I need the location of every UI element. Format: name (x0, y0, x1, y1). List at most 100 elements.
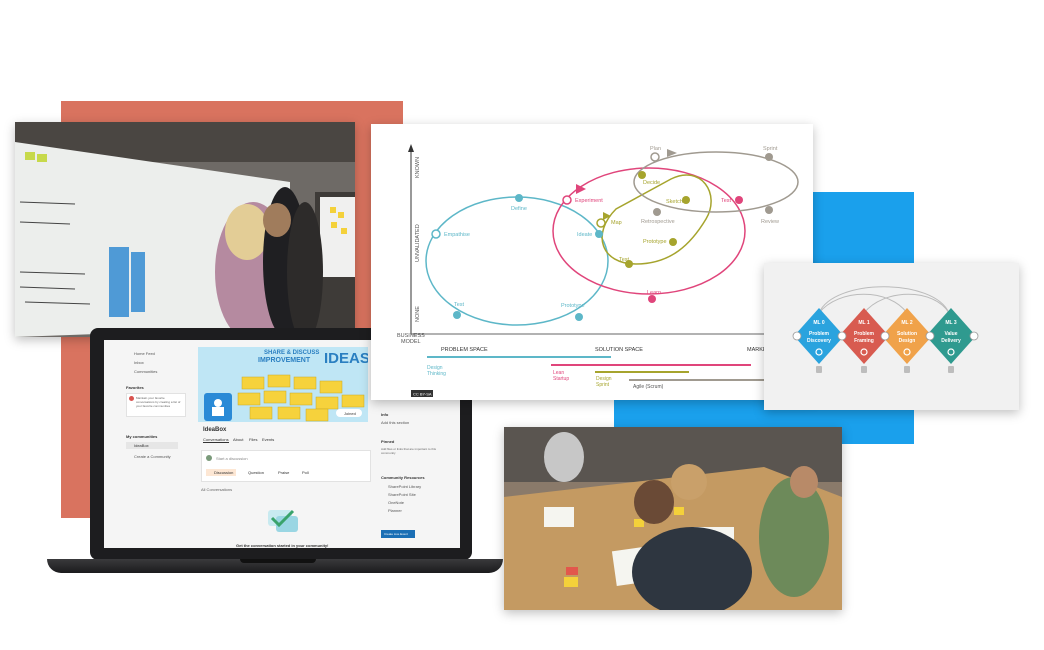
tab-about[interactable]: About (233, 437, 244, 442)
banner-line2: IMPROVEMENT (258, 357, 311, 364)
tab-files[interactable]: Files (249, 437, 258, 442)
business-model-label-2: MODEL (401, 339, 421, 345)
lightbulb-box-icon (212, 399, 224, 416)
teal-node-empathise: Empathise (444, 232, 470, 238)
empty-state-check-icon (268, 509, 298, 532)
workshop-photo (504, 427, 842, 610)
step-tag-3: ML 3 (945, 320, 957, 326)
banner-ideas: IDEAS (324, 350, 368, 367)
favorites-icon (129, 396, 134, 401)
step-label-0b: Discovery (807, 338, 831, 344)
joined-button[interactable]: Joined (336, 409, 362, 417)
axis-none: NONE (415, 306, 421, 322)
favorites-text: Maintain your favorite conversations by … (136, 396, 181, 408)
info-title: Info (381, 412, 389, 417)
question-button[interactable]: Question (248, 470, 265, 475)
step-tag-0: ML 0 (813, 320, 825, 326)
olive-node-decide: Decide (643, 180, 660, 186)
nav-inbox[interactable]: Inbox (134, 360, 144, 365)
poll-button[interactable]: Poll (302, 470, 309, 475)
laptop-notch (240, 559, 316, 563)
pink-node-learn: Learn (647, 290, 661, 296)
pinned-title: Pinned (381, 439, 395, 444)
laptop-base (47, 559, 503, 573)
whiteboard-photo (15, 122, 355, 337)
olive-node-sketch: Sketch (666, 199, 683, 205)
axis-unvalidated: UNVALIDATED (415, 224, 421, 262)
nav-communities[interactable]: Communities (134, 369, 158, 374)
conversation-filter[interactable]: All Conversations (201, 487, 233, 492)
pink-node-test: Test (721, 198, 732, 204)
bar-label-lean-startup-2: Startup (553, 376, 569, 382)
avatar (206, 455, 212, 461)
step-label-2b: Design (899, 338, 916, 344)
banner-notes (237, 374, 365, 422)
pinned-text: Add files or links that are important to… (381, 447, 437, 455)
step-tag-2: ML 2 (901, 320, 913, 326)
bar-label-design-sprint-2: Sprint (596, 382, 610, 388)
license-text: CC BY-SA (413, 392, 432, 397)
my-communities-title: My communities (126, 434, 158, 439)
pink-node-experiment: Experiment (575, 198, 603, 204)
resource-sharepoint-site[interactable]: SharePoint Site (388, 492, 416, 497)
nav-home-feed[interactable]: Home Feed (134, 351, 155, 356)
create-live-event-button[interactable]: Create Live Event (381, 530, 415, 538)
license-badge (411, 390, 433, 397)
resource-planner[interactable]: Planner (388, 508, 402, 513)
favorites-title: Favorites (126, 385, 144, 390)
resource-sharepoint-library[interactable]: SharePoint Library (388, 484, 422, 489)
step-label-0a: Problem (809, 331, 830, 337)
yammer-window: Home Feed Inbox Communities Favorites Ma… (104, 340, 460, 548)
teal-node-define: Define (511, 206, 527, 212)
maturity-flow-card: ML 0 Problem Discovery ML 1 Problem Fram… (764, 263, 1019, 410)
empty-state-text: Get the conversation started in your com… (236, 543, 329, 548)
teal-node-test: Test (454, 302, 465, 308)
create-live-event-label: Create Live Event (384, 532, 408, 536)
problem-space-label: PROBLEM SPACE (441, 347, 488, 353)
bar-label-design-thinking-1: Design (427, 365, 443, 371)
community-name: IdeaBox (203, 427, 227, 433)
joined-label: Joined (344, 411, 356, 416)
create-community-link[interactable]: Create a Community (134, 454, 171, 459)
grey-node-retrospective: Retrospective (641, 219, 675, 225)
step-label-1b: Framing (854, 338, 874, 344)
business-model-label-1: BUSINESS (397, 333, 425, 339)
discussion-label: Discussion (214, 470, 234, 475)
solution-space-label: SOLUTION SPACE (595, 347, 643, 353)
step-tag-1: ML 1 (858, 320, 870, 326)
innovation-frameworks-diagram: KNOWN UNVALIDATED NONE BUSINESS MODEL Em… (371, 124, 813, 400)
info-add-link[interactable]: Add this section (381, 420, 410, 425)
community-banner: SHARE & DISCUSS IMPROVEMENT IDEAS Joined (198, 347, 368, 422)
grey-node-review: Review (761, 219, 779, 225)
discussion-button[interactable]: Discussion (206, 469, 236, 476)
teal-node-prototype: Prototype (561, 303, 585, 309)
praise-button[interactable]: Praise (278, 470, 290, 475)
step-label-1a: Problem (854, 331, 875, 337)
grey-node-plan: Plan (650, 146, 661, 152)
bar-label-design-thinking-2: Thinking (427, 371, 446, 377)
step-label-2a: Solution (897, 331, 917, 337)
bar-label-agile: Agile (Scrum) (633, 384, 664, 390)
composer-placeholder: Start a discussion (216, 456, 248, 461)
community-item-label: IdeaBox (134, 443, 149, 448)
olive-node-prototype: Prototype (643, 239, 667, 245)
step-label-3b: Delivery (941, 338, 961, 344)
favorites-card: Maintain your favorite conversations by … (126, 393, 186, 417)
market-space-label: MARKE (747, 347, 767, 353)
resource-onenote[interactable]: OneNote (388, 500, 405, 505)
composer[interactable]: Start a discussion Discussion Question P… (201, 450, 371, 482)
community-item-ideabox[interactable]: IdeaBox (126, 442, 178, 449)
community-logo (204, 393, 232, 421)
grey-node-sprint: Sprint (763, 146, 778, 152)
resources-title: Community Resources (381, 475, 425, 480)
step-label-3a: Value (944, 331, 957, 337)
axis-known: KNOWN (415, 157, 421, 178)
tab-conversations[interactable]: Conversations (203, 437, 229, 443)
olive-node-map: Map (611, 220, 622, 226)
bar-label-design-sprint-1: Design (596, 376, 612, 382)
olive-node-test: Test (619, 257, 630, 263)
bar-label-lean-startup-1: Lean (553, 370, 564, 376)
banner-line1: SHARE & DISCUSS (264, 350, 320, 356)
teal-node-ideate: Ideate (577, 232, 592, 238)
tab-events[interactable]: Events (262, 437, 275, 442)
